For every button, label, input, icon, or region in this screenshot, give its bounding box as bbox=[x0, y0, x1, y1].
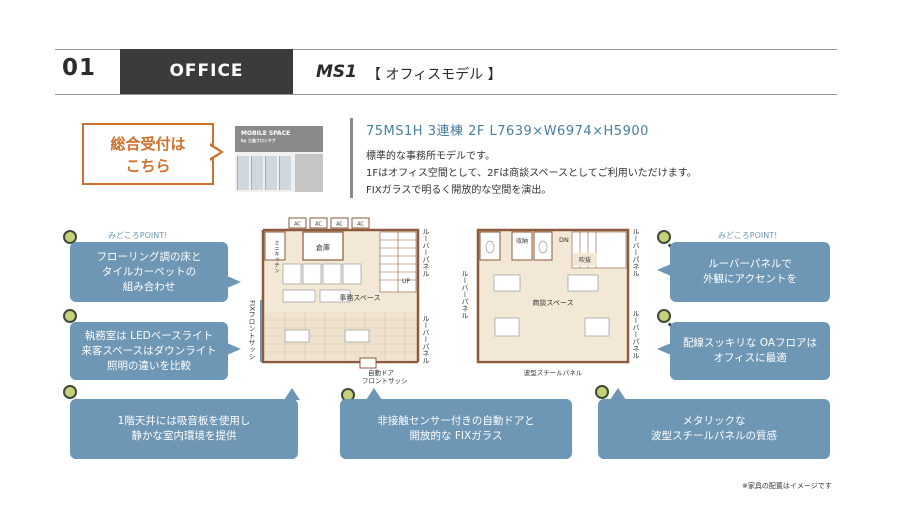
magnifier-icon bbox=[63, 385, 77, 399]
section-number: 01 bbox=[62, 55, 97, 81]
ac-unit-row: AC AC AC AC bbox=[288, 217, 370, 229]
meeting-space-label: 商談スペース bbox=[532, 298, 573, 307]
reception-line1: 総合受付は bbox=[110, 135, 186, 153]
glass-panel bbox=[279, 156, 291, 190]
floor2-plan: 収納 DN 吹抜 商談スペース ルーバーパネル ルーバーパネル ルーバーパネル … bbox=[461, 228, 640, 377]
steel-panel-label: 波型スチールパネル bbox=[524, 368, 583, 377]
point-bubble-2: 執務室は LEDベースライト 来客スペースはダウンライト 照明の違いを比較 bbox=[70, 322, 228, 380]
magnifier-icon bbox=[595, 385, 609, 399]
magnifier-icon bbox=[657, 230, 671, 244]
bubble-6-tail bbox=[657, 343, 671, 355]
office-space-label: 事務スペース bbox=[339, 293, 380, 302]
magnifier-icon bbox=[63, 230, 77, 244]
sign-line1: MOBILE SPACE bbox=[241, 130, 291, 137]
bubble-5-line: 外観にアクセントを bbox=[703, 273, 797, 285]
header-underline bbox=[55, 94, 837, 95]
bubble-1-line: フローリング調の床と bbox=[96, 250, 202, 263]
louver-label-1f: ルーバーパネル bbox=[422, 228, 430, 277]
louver-label-2f-right: ルーバーパネル bbox=[632, 228, 640, 277]
point-label-right: みどころPOINT! bbox=[718, 231, 778, 240]
top-rule bbox=[55, 49, 837, 50]
bubble-7-line: 波型スチールパネルの質感 bbox=[651, 430, 777, 442]
bubble-2-line: 照明の違いを比較 bbox=[107, 359, 191, 372]
meeting-tables-2f bbox=[493, 274, 610, 337]
glass-panel bbox=[251, 156, 263, 190]
auto-door bbox=[359, 357, 377, 369]
spec-line-2: 1Fはオフィス空間として、2Fは商談スペースとしてご利用いただけます。 bbox=[366, 168, 697, 179]
point-bubble-6: 配線スッキリな OAフロアは オフィスに最適 bbox=[670, 322, 830, 380]
office-desks bbox=[282, 263, 362, 303]
bubble-2-line: 執務室は LEDベースライト bbox=[84, 329, 214, 342]
ac-label: AC bbox=[336, 222, 343, 228]
point-bubble-5: ルーバーパネルで 外観にアクセントを bbox=[670, 242, 830, 302]
model-code: MS1 bbox=[316, 62, 357, 82]
building-thumbnail: MOBILE SPACE by 三協フロンテア bbox=[235, 126, 323, 192]
bubble-3-tail bbox=[284, 388, 300, 400]
ac-label: AC bbox=[357, 222, 364, 228]
mini-kitchen bbox=[264, 231, 286, 261]
bubble-4-tail bbox=[366, 388, 382, 400]
bubble-4-line: 非接触センサー付きの自動ドアと bbox=[377, 415, 535, 427]
floor1-plan: AC AC AC AC ミニキッチン 倉庫 bbox=[248, 217, 430, 385]
bubble-3-line: 1階天井には吸音板を使用し bbox=[117, 415, 251, 427]
model-label: 【 オフィスモデル 】 bbox=[367, 67, 502, 83]
bubble-1-line: 組み合わせ bbox=[122, 280, 176, 293]
bubble-7-tail bbox=[610, 388, 626, 400]
point-bubble-1: フローリング調の床と タイルカーペットの 組み合わせ bbox=[70, 242, 228, 302]
bubble-4-line: 開放的な FIXガラス bbox=[409, 430, 503, 442]
furniture-note: ※家具の配置はイメージです bbox=[742, 482, 832, 490]
storage-room bbox=[302, 231, 344, 261]
meeting-tables bbox=[284, 329, 370, 343]
point-label-left: みどころPOINT! bbox=[108, 231, 168, 240]
ac-label: AC bbox=[294, 222, 301, 228]
toilet-icon bbox=[538, 240, 548, 254]
reception-line2: こちら bbox=[125, 157, 171, 175]
bubble-1-line: タイルカーペットの bbox=[101, 265, 197, 278]
reception-callout: 総合受付は こちら bbox=[82, 123, 214, 185]
ac-label: AC bbox=[315, 222, 322, 228]
bubble-2-line: 来客スペースはダウンライト bbox=[81, 344, 217, 357]
louver-label-2f-right-lower: ルーバーパネル bbox=[632, 310, 640, 359]
toilet-icon bbox=[485, 240, 495, 254]
reception-tail-inner bbox=[210, 146, 220, 158]
sign-line2: by 三協フロンテア bbox=[241, 138, 276, 143]
glass-panel bbox=[237, 156, 249, 190]
storage-2f bbox=[511, 231, 533, 261]
bubble-3-line: 静かな室内環境を提供 bbox=[131, 430, 237, 442]
bubble-1-tail bbox=[227, 276, 241, 288]
fix-sash-label: FIXフロントサッシ bbox=[248, 300, 256, 360]
auto-door-label-2: フロントサッシ bbox=[362, 377, 408, 385]
steel-wall bbox=[295, 154, 323, 192]
glass-panel bbox=[265, 156, 277, 190]
bubble-6-line: オフィスに最適 bbox=[713, 352, 787, 364]
storage-label: 倉庫 bbox=[316, 243, 330, 252]
bubble-5-line: ルーバーパネルで bbox=[708, 258, 792, 270]
stairs-1f bbox=[379, 231, 417, 293]
magnifier-icon bbox=[63, 309, 77, 323]
bubble-7-line: メタリックな bbox=[682, 415, 746, 427]
spec-line-3: FIXガラスで明るく開放的な空間を演出。 bbox=[366, 185, 552, 196]
auto-door-label-1: 自動ドア bbox=[368, 368, 395, 377]
mini-kitchen-label: ミニキッチン bbox=[273, 240, 280, 273]
point-bubble-4: 非接触センサー付きの自動ドアと 開放的な FIXガラス bbox=[340, 399, 572, 459]
louver-label-2f-left: ルーバーパネル bbox=[461, 270, 469, 319]
bubble-5-tail bbox=[657, 264, 671, 276]
category-label: OFFICE bbox=[120, 49, 293, 94]
dn-label: DN bbox=[559, 236, 569, 244]
stairwell-label: 吹抜 bbox=[579, 256, 591, 264]
spec-title: 75MS1H 3連棟 2F L7639×W6974×H5900 bbox=[366, 124, 649, 139]
bubble-6-line: 配線スッキリな OAフロアは bbox=[682, 337, 818, 349]
point-bubble-3: 1階天井には吸音板を使用し 静かな室内環境を提供 bbox=[70, 399, 298, 459]
point-bubble-7: メタリックな 波型スチールパネルの質感 bbox=[598, 399, 830, 459]
spec-line-1: 標準的な事務所モデルです。 bbox=[366, 151, 495, 162]
louver-label-1f-lower: ルーバーパネル bbox=[422, 315, 430, 364]
spec-divider bbox=[350, 118, 353, 198]
up-label: UP bbox=[402, 278, 410, 285]
bubble-2-tail bbox=[227, 343, 241, 355]
building-sign: MOBILE SPACE by 三協フロンテア bbox=[235, 126, 323, 152]
storage-2f-label: 収納 bbox=[516, 237, 528, 245]
magnifier-icon bbox=[657, 309, 671, 323]
